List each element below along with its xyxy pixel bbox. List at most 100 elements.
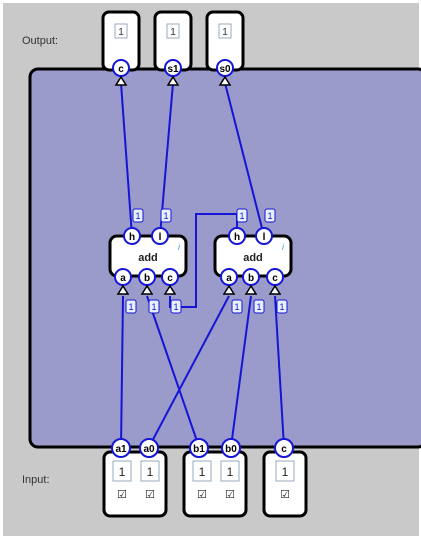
value-badge xyxy=(160,208,172,223)
input-box-b: 1 1 ☑ ☑ xyxy=(182,450,248,518)
input-pin-b0[interactable]: b0 xyxy=(221,438,241,458)
value-badge xyxy=(276,299,288,314)
wire-a1 xyxy=(120,295,124,448)
input-pin-c[interactable]: c xyxy=(274,438,294,458)
input-box-c: 1 ☑ xyxy=(262,450,308,518)
wire-out-c xyxy=(120,82,133,237)
checkbox-checked-icon[interactable]: ☑ xyxy=(280,489,290,501)
input-value-field[interactable] xyxy=(192,460,212,482)
gate-pin-a[interactable]: a xyxy=(220,268,238,295)
svg-text:1: 1 xyxy=(279,302,284,312)
input-value: 1 xyxy=(119,465,126,479)
value-badge xyxy=(236,208,248,223)
input-value-field[interactable] xyxy=(140,460,160,482)
checkbox-checked-icon[interactable]: ☑ xyxy=(145,489,155,501)
svg-text:1: 1 xyxy=(256,302,261,312)
gate-pin-a[interactable]: a xyxy=(114,268,132,295)
svg-text:h: h xyxy=(129,232,135,243)
gate-pin-b[interactable]: b xyxy=(242,268,260,295)
gate-pin-c[interactable]: c xyxy=(266,268,284,295)
value-badge xyxy=(231,299,243,314)
output-pin-s1[interactable]: s1 xyxy=(164,59,182,86)
svg-text:c: c xyxy=(118,64,124,75)
svg-text:h: h xyxy=(234,232,240,243)
svg-text:b: b xyxy=(144,273,150,284)
output-value: 1 xyxy=(170,27,176,38)
wire-b0 xyxy=(230,295,252,448)
gate-pin-l[interactable]: l xyxy=(255,227,273,245)
svg-text:1: 1 xyxy=(267,211,272,221)
value-badge xyxy=(132,208,144,223)
svg-text:l: l xyxy=(159,232,162,243)
svg-text:1: 1 xyxy=(135,211,140,221)
input-value: 1 xyxy=(227,465,234,479)
svg-text:1: 1 xyxy=(234,302,239,312)
svg-text:1: 1 xyxy=(128,302,133,312)
pin-arrow-icon xyxy=(268,284,282,295)
svg-text:l: l xyxy=(263,232,266,243)
info-icon[interactable]: i xyxy=(282,242,285,252)
value-badge xyxy=(264,208,276,223)
gate-pin-h[interactable]: h xyxy=(228,227,246,245)
add-gate-1[interactable]: add i 1 1 h l a b xyxy=(108,208,188,314)
svg-text:b0: b0 xyxy=(225,444,237,455)
svg-text:s0: s0 xyxy=(219,64,231,75)
gate-title: add xyxy=(138,252,158,264)
pin-arrow-icon xyxy=(163,284,177,295)
svg-text:b: b xyxy=(248,273,254,284)
input-label: Input: xyxy=(22,474,50,486)
wire-a0 xyxy=(148,295,230,448)
add-gate-2[interactable]: add i 1 1 h l a b xyxy=(213,208,293,314)
pin-arrow-icon xyxy=(166,75,180,86)
gate-title: add xyxy=(243,252,263,264)
svg-text:s1: s1 xyxy=(167,64,179,75)
pin-arrow-icon xyxy=(140,284,154,295)
output-value-box xyxy=(114,23,128,39)
input-pin-b1[interactable]: b1 xyxy=(189,438,209,458)
output-pin-c[interactable]: c xyxy=(112,59,130,86)
value-badge xyxy=(125,299,137,314)
svg-text:1: 1 xyxy=(163,211,168,221)
pin-arrow-icon xyxy=(116,284,130,295)
output-value-box xyxy=(166,23,180,39)
svg-text:1: 1 xyxy=(239,211,244,221)
input-pin-a0[interactable]: a0 xyxy=(139,438,159,458)
wire-b1 xyxy=(146,295,200,448)
input-value-field[interactable] xyxy=(220,460,240,482)
gate-pin-h[interactable]: h xyxy=(123,227,141,245)
svg-text:a: a xyxy=(226,273,232,284)
input-pin-a1[interactable]: a1 xyxy=(111,438,131,458)
pin-arrow-icon xyxy=(222,284,236,295)
wire-cin xyxy=(274,295,285,448)
svg-text:c: c xyxy=(281,444,287,455)
checkbox-checked-icon[interactable]: ☑ xyxy=(225,489,235,501)
output-pin-s0[interactable]: s0 xyxy=(216,59,234,86)
input-value: 1 xyxy=(199,465,206,479)
info-icon[interactable]: i xyxy=(178,242,181,252)
svg-text:c: c xyxy=(167,273,173,284)
input-value-field[interactable] xyxy=(112,460,132,482)
svg-text:b1: b1 xyxy=(193,444,205,455)
pin-arrow-icon xyxy=(114,75,128,86)
svg-text:a: a xyxy=(120,273,126,284)
svg-text:c: c xyxy=(272,273,278,284)
svg-text:a0: a0 xyxy=(143,444,155,455)
gate-pin-c[interactable]: c xyxy=(161,268,179,295)
input-value: 1 xyxy=(147,465,154,479)
input-value-field[interactable] xyxy=(275,460,295,482)
gate-pin-l[interactable]: l xyxy=(151,227,169,245)
value-badge xyxy=(170,299,182,314)
svg-text:1: 1 xyxy=(151,302,156,312)
svg-text:1: 1 xyxy=(173,302,178,312)
wire-out-s0 xyxy=(224,82,265,237)
svg-text:a1: a1 xyxy=(115,444,127,455)
output-label: Output: xyxy=(22,35,58,47)
gate-pin-b[interactable]: b xyxy=(138,268,156,295)
pin-arrow-icon xyxy=(218,75,232,86)
output-value: 1 xyxy=(118,27,124,38)
checkbox-checked-icon[interactable]: ☑ xyxy=(117,489,127,501)
input-box-a: 1 1 ☑ ☑ xyxy=(102,450,168,518)
checkbox-checked-icon[interactable]: ☑ xyxy=(197,489,207,501)
input-value: 1 xyxy=(282,465,289,479)
